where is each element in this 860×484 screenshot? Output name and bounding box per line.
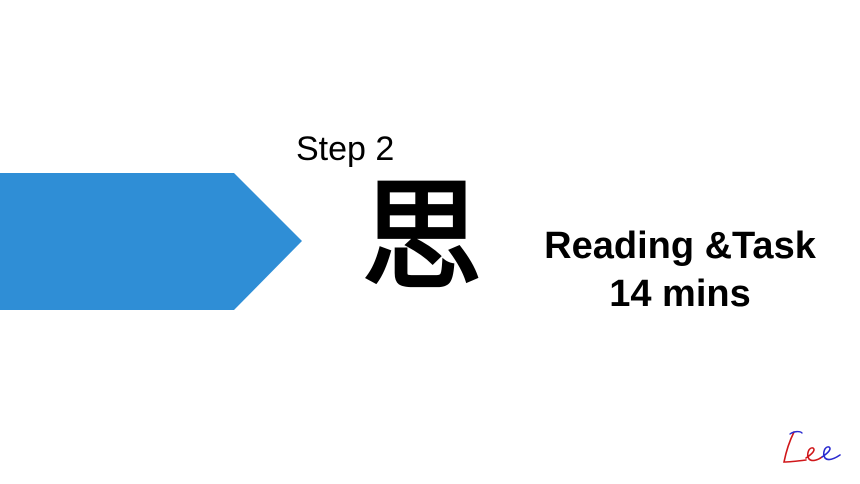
signature-stroke-l-top <box>789 430 803 435</box>
signature-stroke-e1 <box>805 447 823 462</box>
signature-icon <box>783 430 841 463</box>
step-label: Step 2 <box>296 130 395 168</box>
pentagon-arrow-icon <box>0 173 302 310</box>
signature-stroke-l <box>783 431 807 463</box>
task-title: Reading &Task <box>544 225 816 267</box>
task-duration: 14 mins <box>609 273 751 315</box>
signature-stroke-e2 <box>821 446 841 461</box>
arrow-polygon <box>0 173 302 310</box>
task-block: Reading &Task 14 mins <box>520 222 840 318</box>
big-character: 思 <box>362 168 482 307</box>
